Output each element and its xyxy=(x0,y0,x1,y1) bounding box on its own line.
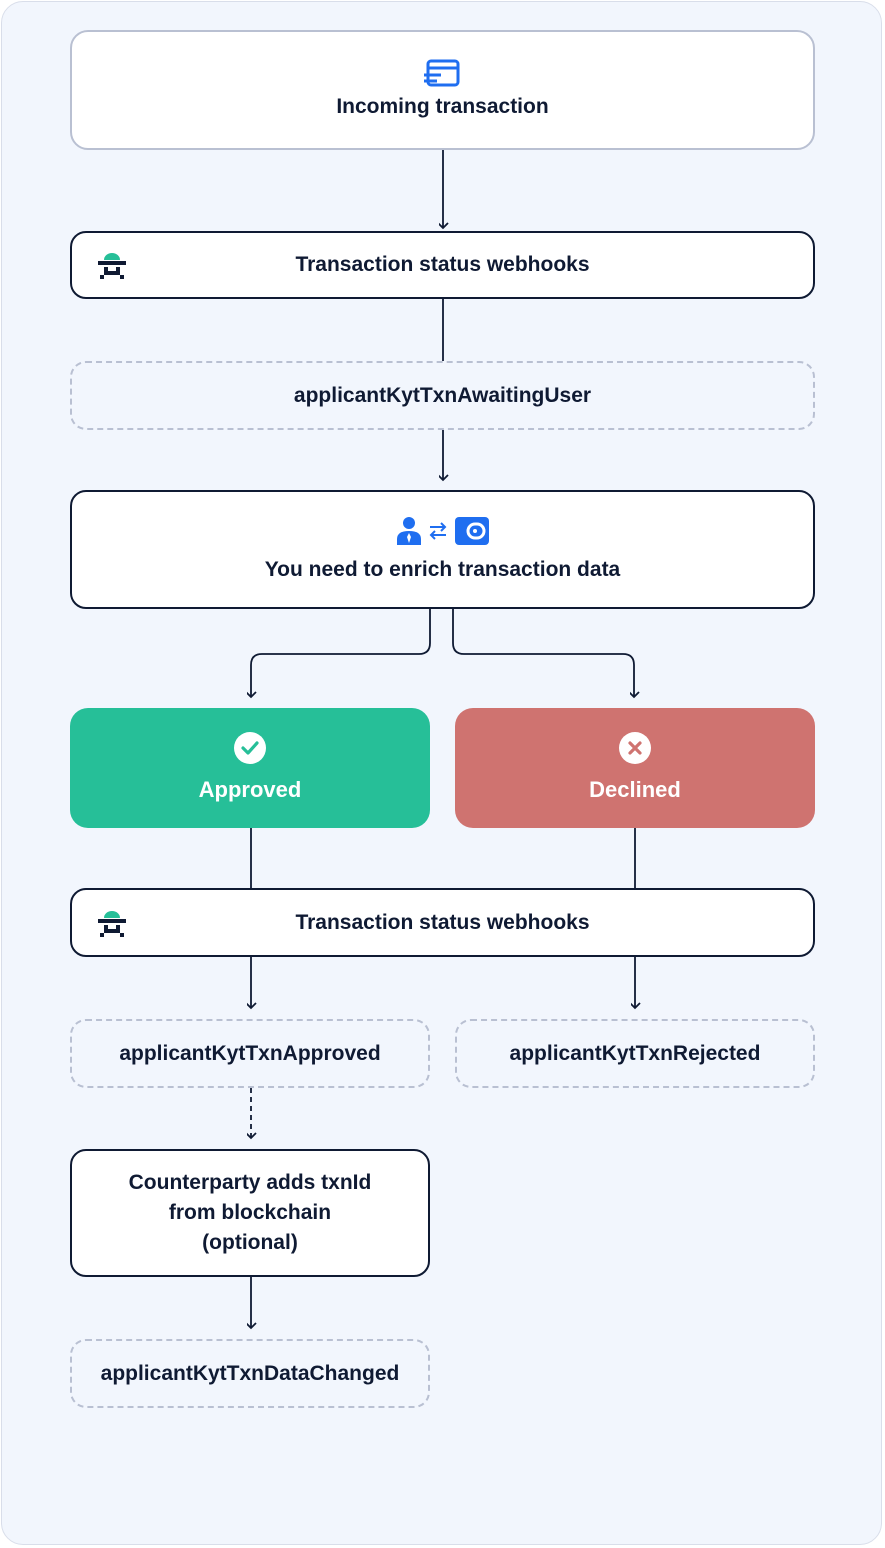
swap-arrows-icon xyxy=(429,521,446,540)
edge-enrich-declined xyxy=(452,609,634,697)
node-label: applicantKytTxnDataChanged xyxy=(100,1361,400,1385)
edge-enrich-approved xyxy=(251,609,431,697)
node-txn-rejected: applicantKytTxnRejected xyxy=(455,1019,815,1088)
node-data-changed: applicantKytTxnDataChanged xyxy=(70,1339,430,1408)
node-label: applicantKytTxnAwaitingUser xyxy=(293,383,592,407)
node-approved: Approved xyxy=(70,708,430,828)
node-label: Declined xyxy=(589,777,681,802)
node-label-line-3: (optional) xyxy=(202,1231,298,1254)
x-circle-icon xyxy=(619,732,651,764)
node-declined: Declined xyxy=(455,708,815,828)
node-label: applicantKytTxnApproved xyxy=(119,1041,381,1065)
transaction-list-icon xyxy=(423,59,459,87)
enrich-icons xyxy=(396,515,490,547)
check-circle-icon xyxy=(234,732,266,764)
node-webhooks-bottom: Transaction status webhooks xyxy=(70,888,815,957)
node-label: Incoming transaction xyxy=(336,95,549,118)
node-label: Transaction status webhooks xyxy=(295,910,590,934)
user-icon xyxy=(396,516,421,545)
node-label: You need to enrich transaction data xyxy=(264,557,621,581)
node-label: Approved xyxy=(198,777,302,802)
node-webhooks-top: Transaction status webhooks xyxy=(70,231,815,299)
node-awaiting-user: applicantKytTxnAwaitingUser xyxy=(70,361,815,430)
node-label: applicantKytTxnRejected xyxy=(509,1041,761,1065)
sumsub-logo-icon xyxy=(98,910,126,937)
sumsub-logo-icon xyxy=(98,253,126,279)
node-label-line-2: from blockchain xyxy=(168,1201,332,1224)
node-txn-approved: applicantKytTxnApproved xyxy=(70,1019,430,1088)
node-counterparty: Counterparty adds txnId from blockchain … xyxy=(70,1149,430,1277)
node-label-line-1: Counterparty adds txnId xyxy=(128,1171,372,1194)
node-incoming-transaction: Incoming transaction xyxy=(70,30,815,150)
node-label: Transaction status webhooks xyxy=(295,253,590,276)
wallet-icon xyxy=(454,516,489,545)
node-enrich-data: You need to enrich transaction data xyxy=(70,490,815,609)
